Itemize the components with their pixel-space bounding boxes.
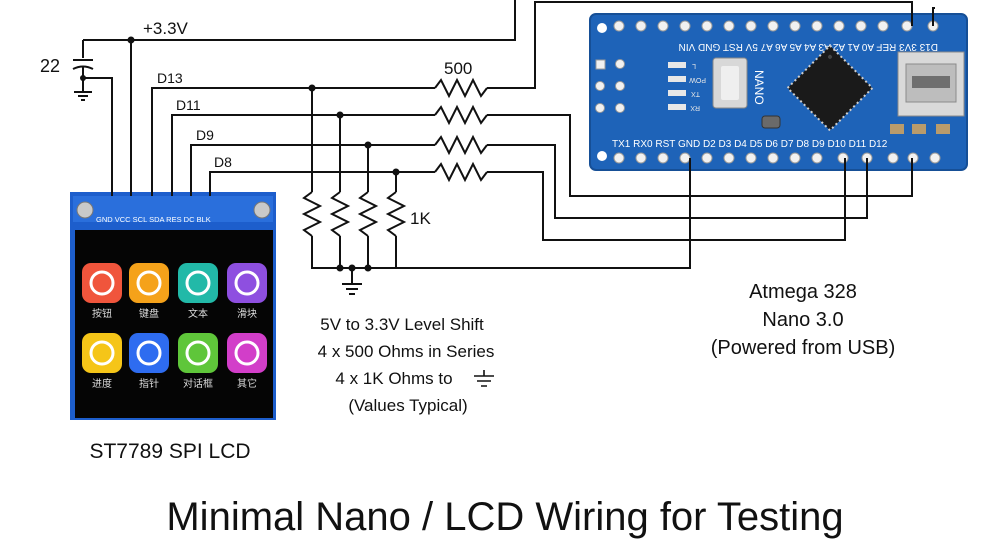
arduino-caption-line-2: Nano 3.0 (762, 309, 843, 331)
arduino-caption-line-1: Atmega 328 (749, 281, 857, 303)
gauge-icon: 指针 (129, 333, 169, 390)
rail-label: +3.3V (143, 19, 189, 38)
arduino-nano-board: D13 3V3 REF A0 A1 A2 A3 A4 A5 A6 A7 5V R… (589, 13, 968, 171)
lcd-screen (75, 230, 273, 418)
crystal (761, 115, 781, 129)
led-label-rx: RX (690, 104, 700, 111)
led-label-l: L (692, 62, 696, 69)
ground-symbol-icon (474, 370, 494, 387)
net-label-d13: D13 (157, 70, 183, 86)
note-line-3: 4 x 1K Ohms to (335, 369, 452, 388)
net-label-d8: D8 (214, 154, 232, 170)
reset-button (712, 57, 748, 109)
app-label: 键盘 (139, 307, 159, 320)
schematic-wires (72, 0, 935, 295)
note-line-4: (Values Typical) (348, 396, 467, 415)
nano-bottom-pads (613, 152, 941, 164)
app-label: 指针 (139, 377, 159, 390)
usb-connector (897, 51, 965, 117)
app-label: 对话框 (183, 377, 213, 390)
icsp-header (595, 59, 625, 113)
arduino-caption: Atmega 328 Nano 3.0 (Powered from USB) (711, 281, 896, 359)
slider-icon: 滑块 (227, 263, 267, 320)
text-icon: 文本 (178, 263, 218, 320)
lcd-header-pin-labels: GND VCC SCL SDA RES DC BLK (96, 215, 211, 224)
level-shift-note: 5V to 3.3V Level Shift 4 x 500 Ohms in S… (318, 315, 495, 415)
nano-top-pads (613, 20, 939, 32)
play-icon: 按钮 (82, 263, 122, 320)
series-resistor-value: 500 (444, 59, 472, 78)
series-resistors (434, 77, 488, 183)
note-line-1: 5V to 3.3V Level Shift (320, 315, 484, 334)
led-label-pow: POW (689, 76, 706, 83)
board-name: NANO (752, 70, 766, 105)
app-label: 进度 (92, 377, 112, 390)
progress-icon: 进度 (82, 333, 122, 390)
app-label: 文本 (188, 307, 208, 320)
star-icon: 其它 (227, 333, 267, 390)
nano-top-pin-labels: D13 3V3 REF A0 A1 A2 A3 A4 A5 A6 A7 5V R… (679, 41, 938, 52)
status-leds: L POW TX RX (668, 62, 706, 111)
keyboard-icon: 键盘 (129, 263, 169, 320)
net-label-d11: D11 (176, 97, 201, 113)
atmega-chip (786, 44, 874, 132)
lcd-caption: ST7789 SPI LCD (89, 440, 250, 463)
arduino-caption-line-3: (Powered from USB) (711, 337, 896, 359)
diagram-title: Minimal Nano / LCD Wiring for Testing (166, 495, 843, 539)
app-label: 其它 (237, 377, 257, 390)
app-label: 滑块 (237, 308, 257, 320)
pulldown-resistors (301, 191, 407, 237)
note-line-2: 4 x 500 Ohms in Series (318, 342, 495, 361)
led-label-tx: TX (691, 90, 700, 97)
net-label-d9: D9 (196, 127, 214, 143)
pulldown-resistor-value: 1K (410, 209, 431, 228)
dialog-icon: 对话框 (178, 333, 218, 390)
nano-bottom-pin-labels: TX1 RX0 RST GND D2 D3 D4 D5 D6 D7 D8 D9 … (612, 139, 888, 150)
capacitor-value: 22 (40, 56, 60, 76)
app-label: 按钮 (92, 307, 112, 320)
